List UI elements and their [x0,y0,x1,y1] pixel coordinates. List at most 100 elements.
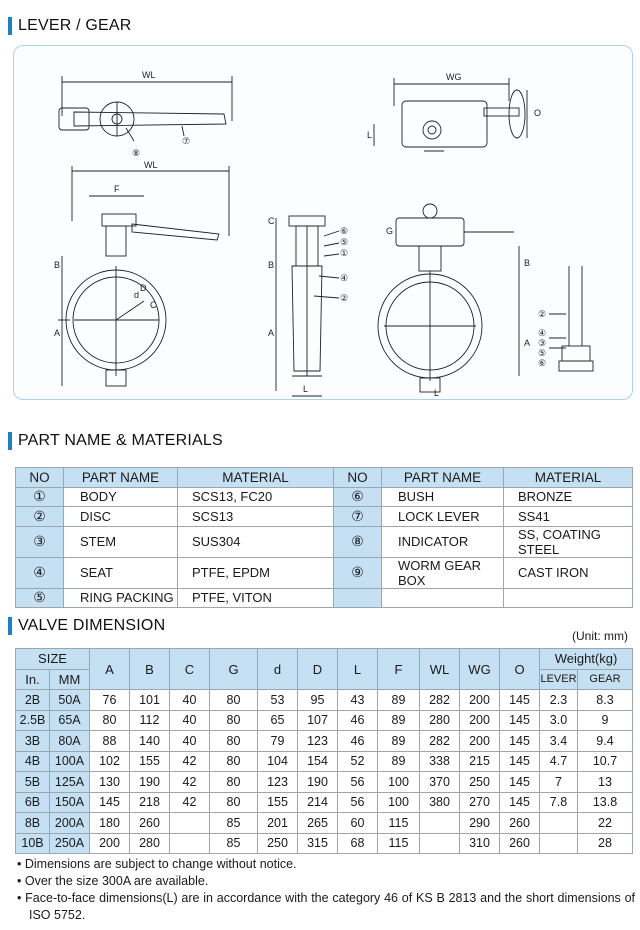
size-cell: 5B [15,771,50,793]
part-no: ⑨ [333,556,382,589]
table-cell: 145 [499,750,540,772]
part-no: ⑦ [333,506,382,527]
table-cell: 123 [257,771,298,793]
gear-box-top [401,100,488,148]
part-name: WORM GEAR BOX [381,556,504,589]
svg-text:⑤: ⑤ [340,237,348,247]
svg-text:B: B [524,258,530,268]
part-name: INDICATOR [381,525,504,558]
gear-box-front [395,217,465,247]
valve-drawing-svg: WL WL F WG O L B A C d D G C B A L B A L… [54,70,594,398]
table-cell: 338 [419,750,460,772]
table-cell: 80 [209,791,258,813]
table-cell: 115 [377,812,420,834]
table-cell: 80 [209,771,258,793]
table-cell: 42 [169,791,210,813]
svg-text:d: d [134,290,139,300]
table-cell [169,832,210,854]
table-cell: 80 [209,689,258,711]
table-cell: 101 [129,689,170,711]
size-cell: 3B [15,730,50,752]
table-cell: 107 [297,709,338,731]
table-cell: 46 [337,709,378,731]
table-cell: 40 [169,709,210,731]
table-cell [419,832,460,854]
col-header: LEVER [539,668,578,690]
technical-drawing: WL WL F WG O L B A C d D G C B A L B A L… [13,45,633,400]
table-cell: 53 [257,689,298,711]
col-header: NO [333,467,382,488]
table-cell: 85 [209,812,258,834]
table-cell: 102 [89,750,130,772]
table-cell: 145 [499,730,540,752]
svg-text:WG: WG [446,72,462,82]
col-header: WG [459,648,500,690]
table-cell: 9.4 [577,730,633,752]
table-cell: 79 [257,730,298,752]
table-cell: 89 [377,730,420,752]
table-cell: 28 [577,832,633,854]
col-header: PART NAME [63,467,178,488]
col-header: MATERIAL [177,467,334,488]
parts-materials-table: NO PART NAME MATERIAL NO PART NAME MATER… [15,467,633,608]
part-no: ② [15,506,64,527]
table-cell: 42 [169,771,210,793]
size-cell: 150A [49,791,90,813]
table-cell: 190 [129,771,170,793]
table-cell: 270 [459,791,500,813]
svg-text:L: L [434,388,439,398]
table-cell: 282 [419,730,460,752]
svg-text:B: B [268,260,274,270]
table-cell: 200 [459,689,500,711]
table-cell: 190 [297,771,338,793]
size-cell: 80A [49,730,90,752]
size-cell: 100A [49,750,90,772]
table-cell: 155 [129,750,170,772]
size-cell: 4B [15,750,50,772]
table-cell: 200 [459,709,500,731]
table-cell: 56 [337,771,378,793]
svg-text:G: G [386,226,393,236]
table-cell: 123 [297,730,338,752]
part-material: SCS13 [177,506,334,527]
svg-text:A: A [268,328,274,338]
table-cell: 155 [257,791,298,813]
table-cell: 145 [499,791,540,813]
part-no: ⑥ [333,486,382,507]
table-cell: 260 [499,812,540,834]
part-material: SCS13, FC20 [177,486,334,507]
lever-body-top [58,107,90,131]
part-material: SS, COATING STEEL [503,525,633,558]
svg-text:WL: WL [144,160,158,170]
table-cell: 80 [89,709,130,731]
table-cell: 85 [209,832,258,854]
table-cell: 104 [257,750,298,772]
lever-arm-front [131,223,220,241]
table-cell: 8.3 [577,689,633,711]
note-item: • Face-to-face dimensions(L) are in acco… [17,891,635,922]
size-cell: 8B [15,812,50,834]
table-cell: 56 [337,791,378,813]
svg-text:②: ② [538,309,546,319]
table-cell: 115 [377,832,420,854]
table-cell: 43 [337,689,378,711]
col-header: PART NAME [381,467,504,488]
col-header: B [129,648,170,690]
table-cell: 280 [419,709,460,731]
size-cell: 2.5B [15,709,50,731]
table-cell: 80 [209,709,258,731]
table-cell: 145 [499,709,540,731]
svg-text:⑦: ⑦ [182,136,190,146]
svg-text:②: ② [340,293,348,303]
valve-dimension-table: SIZE A B C G d D L F WL WG O Weight(kg) … [15,648,633,854]
svg-text:⑧: ⑧ [132,148,140,158]
size-cell: 200A [49,812,90,834]
table-cell: 145 [89,791,130,813]
note-item: • Dimensions are subject to change witho… [17,857,297,871]
